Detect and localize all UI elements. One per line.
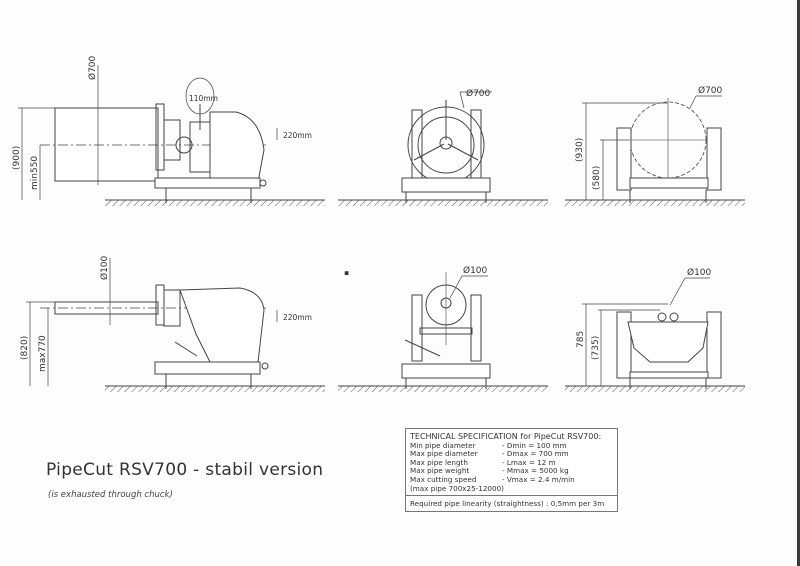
spec-note: (max pipe 700x25-12000) [410,484,504,494]
spec-row: Max pipe weight - Mmax = 5000 kg [406,466,617,476]
spec-label: Max pipe weight [410,466,470,476]
label-diameter-700-front: Ø700 [466,88,491,99]
side-view-min-pipe [26,258,325,392]
front-view-min-pipe [338,272,548,392]
label-overall-height-785: 785 [576,331,586,348]
label-overall-height-900: (900) [12,146,22,170]
spec-footer: Required pipe linearity (straightness) :… [406,495,617,511]
label-offset-220mm-min: 220mm [283,313,312,322]
label-axis-height-580: (580) [592,166,602,190]
label-axis-height-735: (735) [591,336,601,360]
spec-value: - Dmin = 100 mm [502,441,567,450]
label-diameter-100-rear: Ø100 [687,267,712,278]
spec-label: Max pipe diameter [410,449,478,459]
label-diameter-700-rear: Ø700 [698,85,723,96]
label-axis-height-max770: max770 [38,335,48,372]
drawing-subtitle: (is exhausted through chuck) [48,490,173,500]
label-axis-height-min550: min550 [30,156,40,190]
drawing-title: PipeCut RSV700 - stabil version [46,460,324,480]
label-overall-height-820: (820) [20,336,30,360]
spec-heading: TECHNICAL SPECIFICATION for PipeCut RSV7… [410,432,602,441]
spec-value: - Mmax = 5000 kg [502,466,569,476]
stray-mark: ▪ [344,268,349,277]
spec-value: - Lmax = 12 m [502,457,556,467]
front-view-max-pipe [338,91,548,206]
technical-specification-box: TECHNICAL SPECIFICATION for PipeCut RSV7… [405,428,618,513]
side-view-max-pipe [18,65,325,206]
label-overall-height-930: (930) [575,138,585,162]
spec-value: - Vmax = 2.4 m/min [502,474,575,484]
spec-label: Max pipe length [410,457,468,467]
label-clearance-110mm: 110mm [189,94,218,103]
label-diameter-700: Ø700 [87,55,98,80]
label-offset-220mm: 220mm [283,131,312,140]
spec-row: Max pipe diameter - Dmax = 700 mm [406,449,617,459]
rear-view-max-pipe [565,95,745,206]
spec-value: - Dmax = 700 mm [502,449,569,459]
spec-row: Min pipe diameter - Dmin = 100 mm [406,441,617,450]
spec-label: Max cutting speed [410,474,477,484]
label-diameter-100-front: Ø100 [463,265,488,276]
label-diameter-100: Ø100 [99,255,110,280]
spec-row: Max pipe length - Lmax = 12 m [406,457,617,467]
scan-edge [797,0,800,566]
rear-view-min-pipe [565,277,745,392]
spec-label: Min pipe diameter [410,441,476,450]
spec-row: Max cutting speed - Vmax = 2.4 m/min [406,474,617,484]
